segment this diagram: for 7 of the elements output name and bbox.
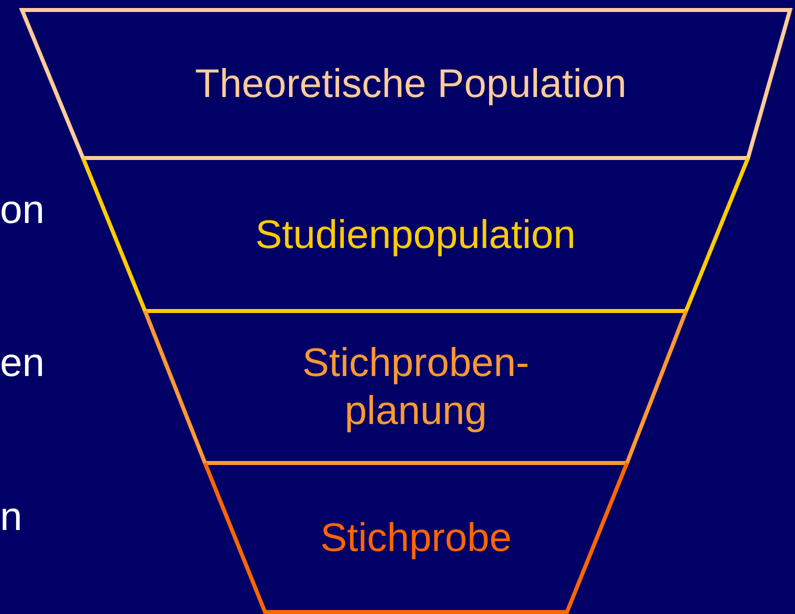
band-label: Theoretische Population (195, 61, 626, 108)
side-label: en (0, 343, 44, 383)
side-label: n (0, 497, 22, 537)
band-label: Studienpopulation (255, 212, 576, 258)
band-label: Stichproben- planung (301, 340, 530, 435)
side-label: on (0, 190, 44, 230)
band-label: Stichprobe (320, 514, 512, 562)
